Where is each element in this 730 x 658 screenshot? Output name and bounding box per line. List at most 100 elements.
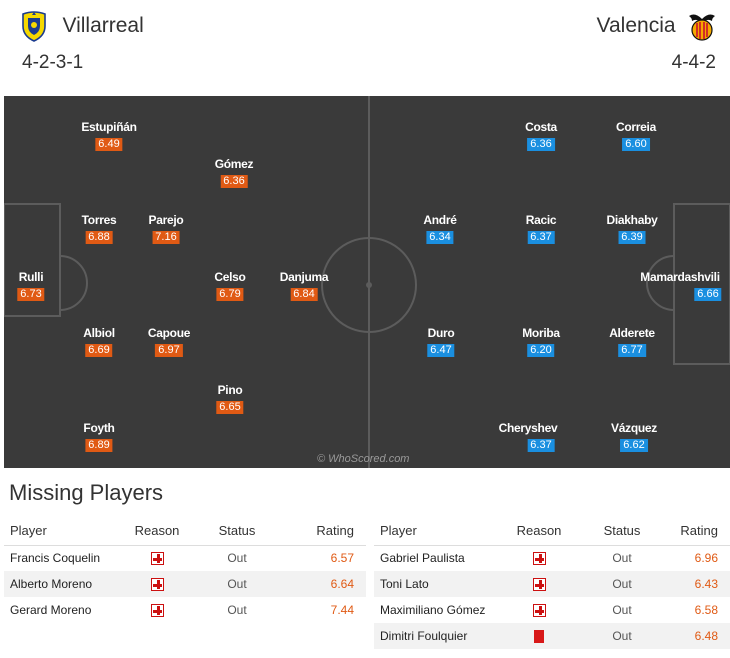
player-name: Costa: [525, 120, 557, 134]
red-card-icon: [534, 630, 544, 644]
table-row[interactable]: Alberto Moreno Out 6.64: [4, 571, 366, 597]
col-rating[interactable]: Rating: [282, 516, 366, 546]
col-player[interactable]: Player: [374, 516, 498, 546]
player-torres[interactable]: Torres 6.88: [82, 213, 117, 245]
missing-players-title: Missing Players: [9, 480, 164, 505]
player-name: Capoue: [147, 326, 191, 340]
player-parejo[interactable]: Parejo 7.16: [149, 213, 184, 245]
player-name: Danjuma: [279, 270, 329, 284]
injury-cross-icon: [532, 578, 546, 592]
injury-cross-icon: [532, 604, 546, 618]
player-celso[interactable]: Celso 6.79: [214, 270, 246, 302]
away-team-name[interactable]: Valencia: [596, 14, 676, 37]
missing-player-name[interactable]: Alberto Moreno: [4, 571, 122, 597]
player-albiol[interactable]: Albiol 6.69: [83, 326, 115, 358]
player-rating: 6.77: [618, 344, 646, 357]
player-rating: 6.20: [527, 344, 555, 357]
player-cheryshev[interactable]: Cheryshev 6.37: [499, 421, 558, 453]
player-pino[interactable]: Pino 6.65: [216, 383, 244, 415]
player-rating: 6.73: [17, 288, 45, 301]
player-rating: 6.89: [85, 439, 113, 452]
player-costa[interactable]: Costa 6.36: [525, 120, 557, 152]
player-diakhaby[interactable]: Diakhaby 6.39: [607, 213, 658, 245]
player-rating: 6.36: [527, 138, 555, 151]
missing-status: Out: [192, 571, 282, 597]
player-andre[interactable]: André 6.34: [423, 213, 457, 245]
table-row[interactable]: Gabriel Paulista Out 6.96: [374, 545, 730, 571]
home-team-name[interactable]: Villarreal: [62, 14, 144, 37]
home-team[interactable]: Villarreal 4-2-3-1: [20, 10, 144, 74]
player-rating: 6.47: [427, 344, 455, 357]
villarreal-crest-icon: [22, 11, 46, 42]
table-header-row: Player Reason Status Rating: [4, 516, 366, 546]
player-danjuma[interactable]: Danjuma 6.84: [280, 270, 329, 302]
pitch: Rulli 6.73 Estupiñán 6.49 Torres 6.88 Al…: [4, 96, 730, 468]
table-row[interactable]: Francis Coquelin Out 6.57: [4, 545, 366, 571]
col-reason[interactable]: Reason: [498, 516, 580, 546]
missing-player-name[interactable]: Gerard Moreno: [10, 603, 92, 617]
player-rating: 6.88: [85, 231, 113, 244]
player-name: Alderete: [609, 326, 655, 340]
player-duro[interactable]: Duro 6.47: [427, 326, 455, 358]
away-team[interactable]: Valencia 4-4-2: [597, 10, 716, 74]
col-reason[interactable]: Reason: [122, 516, 192, 546]
table-row[interactable]: Maximiliano Gómez Out 6.58: [374, 597, 730, 623]
player-alderete[interactable]: Alderete 6.77: [609, 326, 655, 358]
missing-player-name[interactable]: Maximiliano Gómez: [380, 603, 486, 617]
player-name: Racic: [525, 213, 557, 227]
col-player[interactable]: Player: [4, 516, 122, 546]
col-status[interactable]: Status: [192, 516, 282, 546]
player-rating: 6.97: [155, 344, 183, 357]
player-rating: 6.84: [290, 288, 318, 301]
missing-rating: 6.43: [664, 571, 730, 597]
home-formation: 4-2-3-1: [22, 52, 84, 73]
player-rating: 6.62: [620, 439, 648, 452]
player-rating: 6.66: [694, 288, 722, 301]
player-correia[interactable]: Correia 6.60: [616, 120, 656, 152]
missing-player-name[interactable]: Toni Lato: [374, 571, 498, 597]
player-name: Rulli: [18, 270, 44, 284]
player-gomez[interactable]: Gómez 6.36: [215, 157, 254, 189]
player-name: Albiol: [83, 326, 115, 340]
injury-cross-icon: [150, 552, 164, 566]
player-mamardashvili[interactable]: Mamardashvili 6.66: [638, 270, 722, 302]
player-rating: 6.39: [618, 231, 646, 244]
player-rating: 6.60: [622, 138, 650, 151]
player-moriba[interactable]: Moriba 6.20: [522, 326, 560, 358]
table-header-row: Player Reason Status Rating: [374, 516, 730, 546]
missing-status: Out: [612, 603, 632, 617]
player-racic[interactable]: Racic 6.37: [526, 213, 557, 245]
missing-player-name[interactable]: Dimitri Foulquier: [374, 623, 498, 649]
missing-status: Out: [227, 603, 247, 617]
missing-rating: 6.58: [694, 603, 718, 617]
player-rating: 6.36: [220, 175, 248, 188]
missing-player-name[interactable]: Francis Coquelin: [10, 551, 101, 566]
home-missing-table: Player Reason Status Rating Francis Coqu…: [4, 516, 366, 623]
player-rating: 6.49: [95, 138, 123, 151]
player-name: Parejo: [148, 213, 184, 227]
player-rating: 6.69: [85, 344, 113, 357]
missing-status: Out: [580, 623, 664, 649]
table-row[interactable]: Gerard Moreno Out 7.44: [4, 597, 366, 623]
player-capoue[interactable]: Capoue 6.97: [148, 326, 190, 358]
col-rating[interactable]: Rating: [664, 516, 730, 546]
player-name: Cheryshev: [498, 421, 558, 435]
col-status[interactable]: Status: [580, 516, 664, 546]
missing-rating: 6.96: [694, 551, 718, 566]
away-missing-table: Player Reason Status Rating Gabriel Paul…: [374, 516, 730, 649]
missing-rating: 7.44: [330, 603, 354, 617]
player-rulli[interactable]: Rulli 6.73: [17, 270, 45, 302]
table-row[interactable]: Toni Lato Out 6.43: [374, 571, 730, 597]
pitch-markings: [4, 96, 730, 468]
missing-rating: 6.64: [282, 571, 366, 597]
player-rating: 6.37: [527, 439, 555, 452]
missing-player-name[interactable]: Gabriel Paulista: [380, 551, 465, 566]
injury-cross-icon: [150, 578, 164, 592]
player-name: Mamardashvili: [640, 270, 720, 284]
player-name: Duro: [427, 326, 455, 340]
player-name: Pino: [217, 383, 243, 397]
player-foyth[interactable]: Foyth 6.89: [83, 421, 115, 453]
player-estupinan[interactable]: Estupiñán 6.49: [81, 120, 137, 152]
table-row[interactable]: Dimitri Foulquier Out 6.48: [374, 623, 730, 649]
player-vazquez[interactable]: Vázquez 6.62: [611, 421, 657, 453]
